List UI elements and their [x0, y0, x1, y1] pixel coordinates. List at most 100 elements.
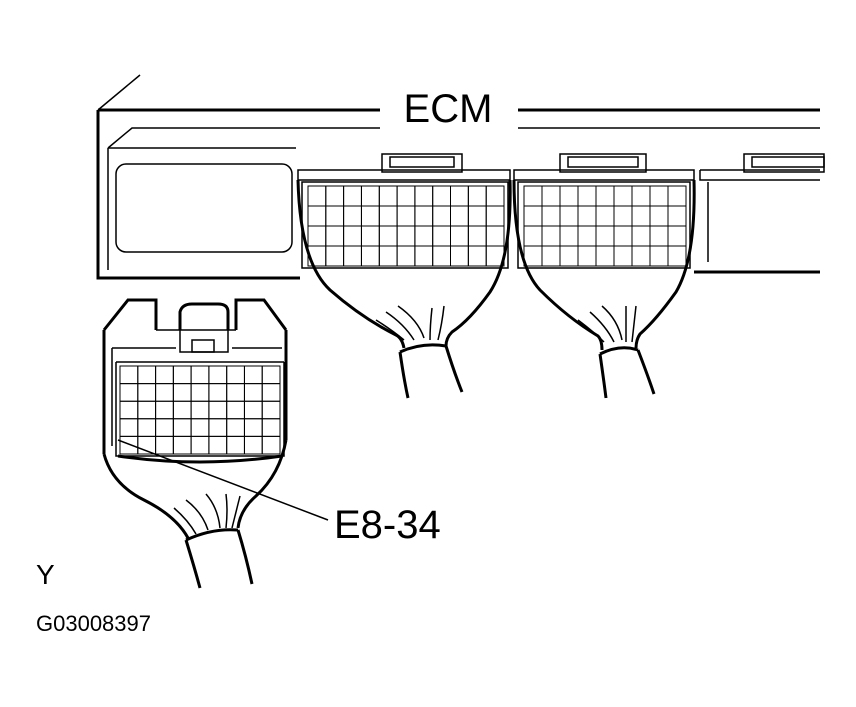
ecm-panel-slot	[116, 164, 292, 252]
connector-pin	[433, 226, 451, 246]
connector-pin	[578, 226, 596, 246]
connector-pin	[227, 419, 245, 437]
connector-pin	[397, 206, 415, 226]
view-label: Y	[36, 559, 55, 590]
connector-pin	[308, 186, 326, 206]
connector-pin	[433, 246, 451, 266]
connector-pin	[120, 366, 138, 384]
connector-pin	[578, 186, 596, 206]
connector-pin	[156, 384, 174, 402]
connector-pin	[209, 366, 227, 384]
harness-connector-e8	[104, 300, 286, 462]
connector-pin	[191, 384, 209, 402]
connector-pin	[451, 246, 469, 266]
connector-pin	[614, 206, 632, 226]
connector-pin	[362, 246, 380, 266]
connector-pin	[560, 206, 578, 226]
connector-pin	[244, 366, 262, 384]
connector-pin	[173, 436, 191, 454]
ecm-connector-1	[298, 154, 510, 268]
connector-pin	[379, 246, 397, 266]
connector-pin	[138, 384, 156, 402]
connector-pin	[362, 226, 380, 246]
connector-pin	[244, 436, 262, 454]
connector-pin	[244, 384, 262, 402]
connector-pin	[138, 366, 156, 384]
connector-pin	[227, 384, 245, 402]
harness-connector-e8-harness	[104, 440, 286, 588]
connector-pin	[614, 246, 632, 266]
connector-pin	[578, 206, 596, 226]
ecm-label: ECM	[404, 87, 493, 131]
connector-pin	[173, 366, 191, 384]
connector-pin	[451, 226, 469, 246]
connector-pin	[596, 206, 614, 226]
connector-pin	[326, 186, 344, 206]
connector-pin	[632, 186, 650, 206]
connector-pin	[173, 419, 191, 437]
connector-pin	[326, 206, 344, 226]
connector-pin	[173, 384, 191, 402]
connector-pin	[542, 246, 560, 266]
connector-pin	[486, 186, 504, 206]
connector-pin	[191, 366, 209, 384]
connector-pin	[120, 401, 138, 419]
connector-pin	[415, 206, 433, 226]
connector-pin	[362, 206, 380, 226]
connector-pin	[362, 186, 380, 206]
connector-pin	[156, 366, 174, 384]
ecm-connector-1-harness	[298, 180, 510, 398]
connector-pin	[156, 401, 174, 419]
connector-pin	[542, 206, 560, 226]
connector-pin	[560, 246, 578, 266]
figure-id: G03008397	[36, 611, 151, 636]
connector-pin	[397, 226, 415, 246]
ecm-connector-2	[514, 154, 694, 268]
connector-pin	[227, 401, 245, 419]
connector-pin	[668, 226, 686, 246]
connector-pin	[542, 226, 560, 246]
connector-pin	[209, 436, 227, 454]
connector-pin	[596, 246, 614, 266]
connector-pin	[262, 436, 280, 454]
connector-pin	[560, 186, 578, 206]
connector-pin	[596, 186, 614, 206]
connector-pin	[262, 366, 280, 384]
connector-pin	[614, 186, 632, 206]
connector-pin	[262, 384, 280, 402]
connector-pin	[668, 186, 686, 206]
connector-pin	[156, 419, 174, 437]
connector-pin	[156, 436, 174, 454]
connector-pin	[308, 206, 326, 226]
connector-pin	[262, 401, 280, 419]
connector-pin	[138, 419, 156, 437]
connector-pin	[344, 206, 362, 226]
ecm-connector-3	[700, 154, 824, 262]
connector-pin	[650, 186, 668, 206]
connector-pin	[209, 384, 227, 402]
connector-pin	[191, 401, 209, 419]
connector-pin-label: E8-34	[334, 503, 441, 547]
connector-pin	[120, 419, 138, 437]
harness-connector-e8-pins	[120, 366, 280, 454]
connector-pin	[468, 226, 486, 246]
callout-leader-line	[118, 440, 328, 520]
connector-pin	[614, 226, 632, 246]
connector-pin	[524, 206, 542, 226]
connector-pin	[668, 206, 686, 226]
connector-pin	[397, 186, 415, 206]
connector-pin	[227, 436, 245, 454]
connector-pin	[262, 419, 280, 437]
connector-pin	[308, 226, 326, 246]
connector-pin	[451, 186, 469, 206]
connector-pin	[227, 366, 245, 384]
connector-pin	[468, 186, 486, 206]
connector-pin	[138, 401, 156, 419]
connector-pin	[173, 401, 191, 419]
connector-pin	[120, 436, 138, 454]
connector-pin	[542, 186, 560, 206]
connector-pin	[650, 246, 668, 266]
connector-pin	[191, 436, 209, 454]
connector-pin	[415, 226, 433, 246]
connector-pin	[344, 186, 362, 206]
